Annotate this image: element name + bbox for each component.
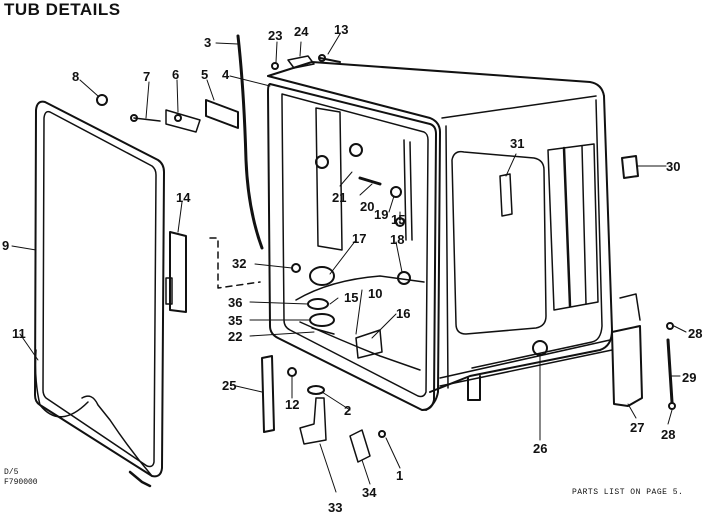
tub-parts xyxy=(96,34,676,463)
callout-1: 1 xyxy=(396,468,403,483)
callout-17: 17 xyxy=(352,231,366,246)
callout-21: 21 xyxy=(332,190,346,205)
tub-shell xyxy=(267,61,613,411)
callout-25: 25 xyxy=(222,378,236,393)
callout-20: 20 xyxy=(360,199,374,214)
callout-10: 10 xyxy=(368,286,382,301)
callout-30: 30 xyxy=(666,159,680,174)
callout-12: 12 xyxy=(285,397,299,412)
callout-5: 5 xyxy=(201,67,208,82)
callout-28-lower: 28 xyxy=(661,427,675,442)
callout-labels: 1 2 3 4 5 6 7 8 9 10 11 12 13 14 15 15 1… xyxy=(2,22,702,515)
callout-23: 23 xyxy=(268,28,282,43)
callout-32: 32 xyxy=(232,256,246,271)
callout-8: 8 xyxy=(72,69,79,84)
parts-list-note: PARTS LIST ON PAGE 5. xyxy=(572,488,684,497)
callout-22: 22 xyxy=(228,329,242,344)
callout-24: 24 xyxy=(294,24,309,39)
callout-29: 29 xyxy=(682,370,696,385)
callout-26: 26 xyxy=(533,441,547,456)
callout-6: 6 xyxy=(172,67,179,82)
callout-33: 33 xyxy=(328,500,342,515)
callout-14: 14 xyxy=(176,190,191,205)
callout-13: 13 xyxy=(334,22,348,37)
door-gasket xyxy=(34,100,165,488)
drawing-code-line2: F790000 xyxy=(4,478,38,487)
callout-27: 27 xyxy=(630,420,644,435)
callout-31: 31 xyxy=(510,136,524,151)
page-title: TUB DETAILS xyxy=(4,0,121,19)
callout-15-upper: 15 xyxy=(391,212,405,227)
callout-18: 18 xyxy=(390,232,404,247)
drawing-code: D/5 F790000 xyxy=(4,468,38,488)
callout-16: 16 xyxy=(396,306,410,321)
callout-35: 35 xyxy=(228,313,242,328)
callout-9: 9 xyxy=(2,238,9,253)
callout-4: 4 xyxy=(222,67,230,82)
callout-11: 11 xyxy=(12,326,26,341)
callout-15-lower: 15 xyxy=(344,290,358,305)
callout-7: 7 xyxy=(143,69,150,84)
leader-lines xyxy=(11,33,687,493)
callout-34: 34 xyxy=(362,485,377,500)
callout-28-upper: 28 xyxy=(688,326,702,341)
callout-2: 2 xyxy=(344,403,351,418)
drawing-code-line1: D/5 xyxy=(4,468,19,477)
callout-3: 3 xyxy=(204,35,211,50)
callout-36: 36 xyxy=(228,295,242,310)
callout-19: 19 xyxy=(374,207,388,222)
